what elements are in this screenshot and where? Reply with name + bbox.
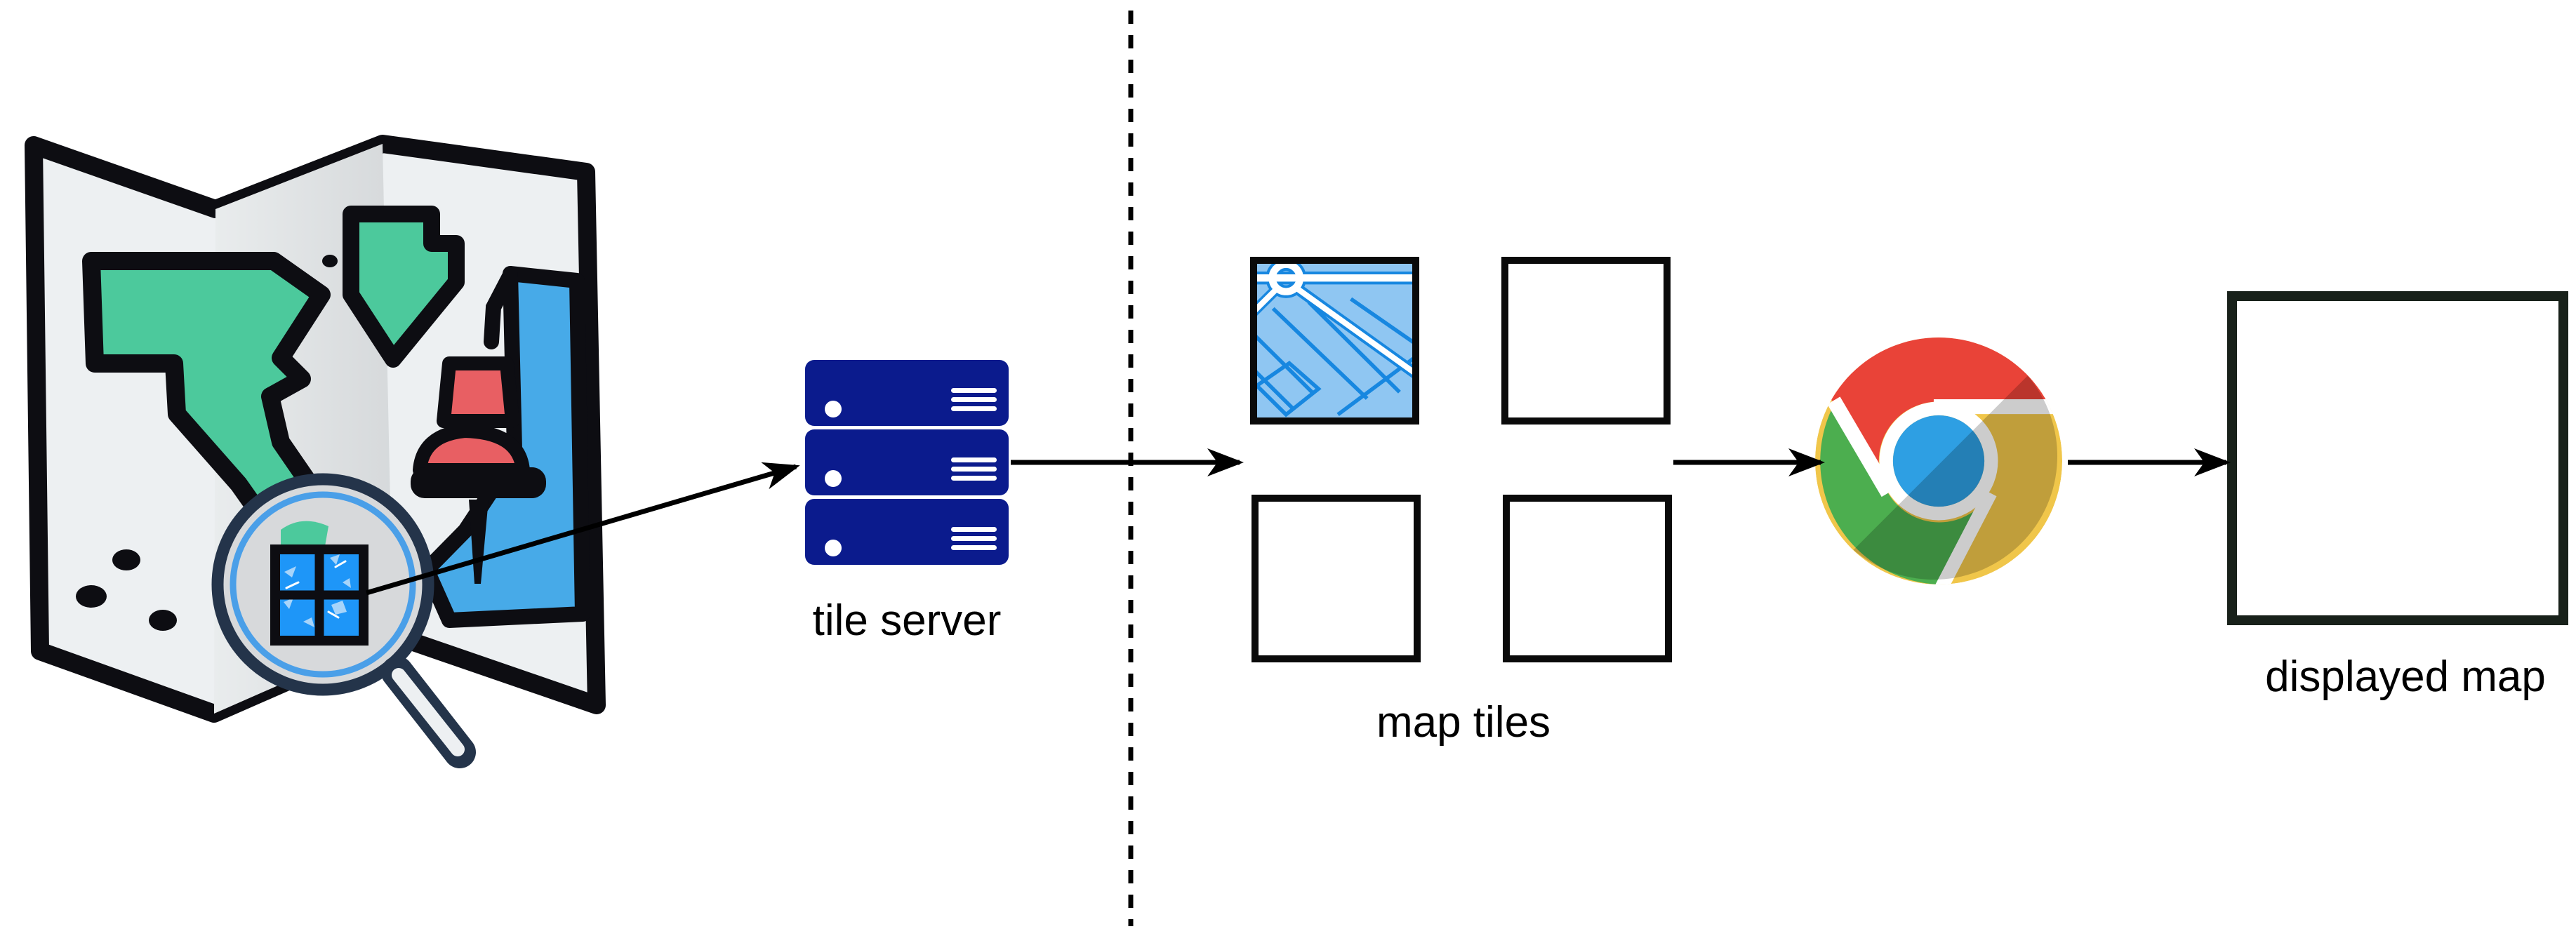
magnifier-outer-ring: [211, 473, 434, 696]
map-dot-center: [322, 255, 338, 267]
push-pin-icon: [411, 356, 546, 584]
magnifier-icon: [211, 473, 476, 768]
displayed-map-border: [2227, 291, 2568, 625]
displayed-map-label: displayed map: [2265, 653, 2546, 701]
map-tile-grid: [1250, 257, 1672, 662]
server-leds: [825, 401, 842, 556]
map-tiles-label: map tiles: [1376, 698, 1551, 747]
arrow-map-to-server: [366, 462, 800, 596]
chrome-browser-icon: [1815, 337, 2062, 584]
water-outline-detail: [484, 267, 518, 349]
map-tile: [1501, 257, 1671, 425]
magnifier-inner-ring: [230, 491, 416, 678]
map-tile: [1252, 495, 1421, 662]
magnified-tile-grid: [270, 544, 369, 646]
street-map-image: [2227, 291, 2568, 625]
chrome-flat-shadow: [1853, 375, 2058, 580]
map-tile: [1250, 257, 1419, 425]
server-stack-icon: [805, 360, 1009, 565]
tile-server-label: tile server: [813, 596, 1002, 645]
server-vents: [951, 388, 997, 550]
landmass-small: [343, 206, 465, 368]
map-dots: [76, 549, 177, 631]
map-tile: [1503, 495, 1672, 662]
folded-map-with-magnifier-icon: [25, 135, 606, 768]
